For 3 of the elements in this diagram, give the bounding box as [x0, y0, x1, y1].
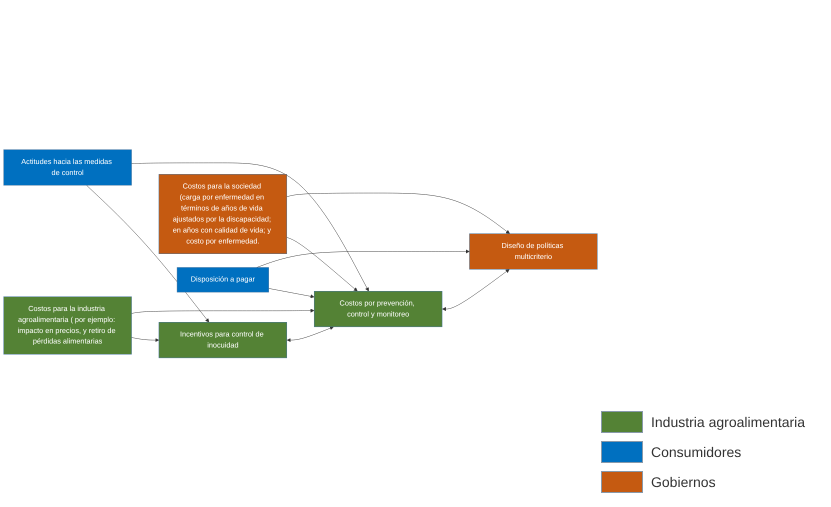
legend-label: Industria agroalimentaria: [651, 414, 806, 430]
legend-label: Consumidores: [651, 444, 742, 460]
legend-label: Gobiernos: [651, 474, 716, 490]
